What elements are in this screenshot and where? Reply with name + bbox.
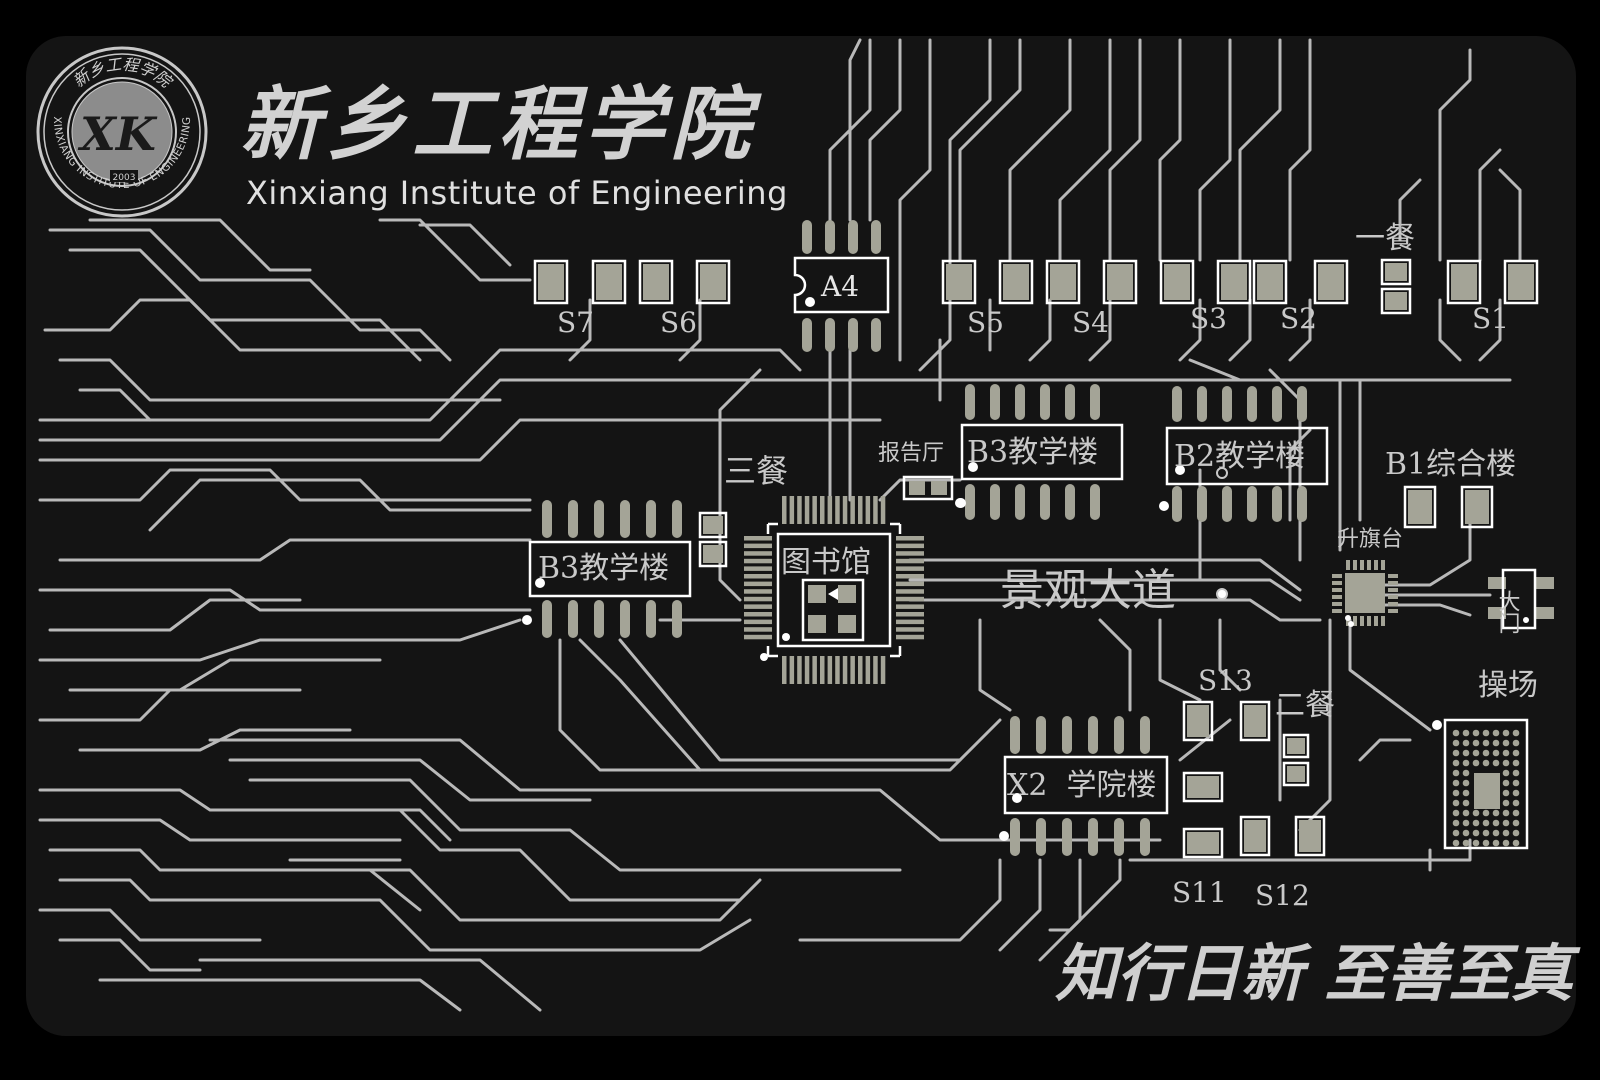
school-name-cn: 新乡工程学院: [240, 77, 762, 171]
label-s4: S4: [1072, 306, 1109, 339]
label-b2: B2教学楼: [1174, 439, 1305, 474]
seal-monogram: XK: [77, 107, 158, 161]
chip-flag[interactable]: [1332, 560, 1398, 627]
pad-canteen3[interactable]: [698, 511, 728, 568]
label-flag: 升旗台: [1337, 527, 1403, 552]
chip-a4[interactable]: [793, 220, 890, 352]
pad-s7[interactable]: [533, 259, 627, 305]
label-s5: S5: [967, 306, 1004, 339]
pad-s2[interactable]: [1252, 259, 1349, 305]
chip-library[interactable]: [744, 496, 924, 684]
pad-s5[interactable]: [941, 259, 1034, 305]
label-s12: S12: [1255, 879, 1310, 912]
pad-s13[interactable]: [1182, 700, 1271, 742]
pad-s3[interactable]: [1159, 259, 1252, 305]
pad-s1[interactable]: [1446, 259, 1539, 305]
chip-x2[interactable]: [999, 716, 1169, 856]
label-avenue: 景观大道: [1000, 565, 1176, 616]
label-s1: S1: [1472, 302, 1509, 335]
chip-b3-right[interactable]: [956, 384, 1124, 520]
label-b3-left: B3教学楼: [538, 551, 669, 586]
school-seal-icon: XINXIANG INSTITUTE OF ENGINEERING 新乡工程学院…: [36, 46, 208, 218]
pad-s11[interactable]: [1182, 771, 1224, 859]
school-name-en: Xinxiang Institute of Engineering: [246, 174, 788, 212]
label-canteen2: 二餐: [1275, 688, 1335, 723]
seal-year: 2003: [113, 173, 136, 183]
label-s2: S2: [1280, 302, 1317, 335]
chip-b3-left[interactable]: [522, 500, 692, 638]
pad-canteen2[interactable]: [1282, 733, 1310, 787]
label-lecture-hall: 报告厅: [878, 441, 944, 466]
chip-gate[interactable]: [1488, 568, 1554, 630]
pad-b1[interactable]: [1403, 485, 1494, 529]
chip-playground[interactable]: [1432, 718, 1529, 850]
pad-s6[interactable]: [638, 259, 731, 305]
top-pads: [533, 258, 1539, 315]
pad-canteen1[interactable]: [1380, 258, 1412, 315]
label-playground: 操场: [1478, 668, 1538, 703]
label-s11: S11: [1172, 876, 1227, 909]
label-b3-right: B3教学楼: [967, 435, 1098, 470]
label-canteen1: 一餐: [1355, 221, 1415, 256]
label-s7: S7: [557, 306, 594, 339]
label-x2: X2 学院楼: [1007, 768, 1157, 803]
label-gate: 大门: [1495, 590, 1521, 634]
label-b1: B1综合楼: [1385, 447, 1516, 482]
school-motto: 知行日新 至善至真: [1055, 937, 1581, 1010]
location-labels: S7 S6 A4 S5 S4 S3 S2 一餐 S1 三餐 报告厅 B3教学楼 …: [538, 221, 1538, 912]
label-s13: S13: [1198, 664, 1253, 697]
label-library: 图书馆: [781, 545, 871, 580]
chip-b2[interactable]: [1159, 386, 1329, 522]
pad-lecture-hall[interactable]: [902, 475, 965, 508]
pad-s4[interactable]: [1045, 259, 1138, 305]
pad-s12[interactable]: [1239, 815, 1326, 857]
label-s6: S6: [660, 306, 697, 339]
label-a4: A4: [820, 270, 859, 303]
label-canteen3: 三餐: [724, 452, 788, 490]
label-s3: S3: [1190, 302, 1227, 335]
